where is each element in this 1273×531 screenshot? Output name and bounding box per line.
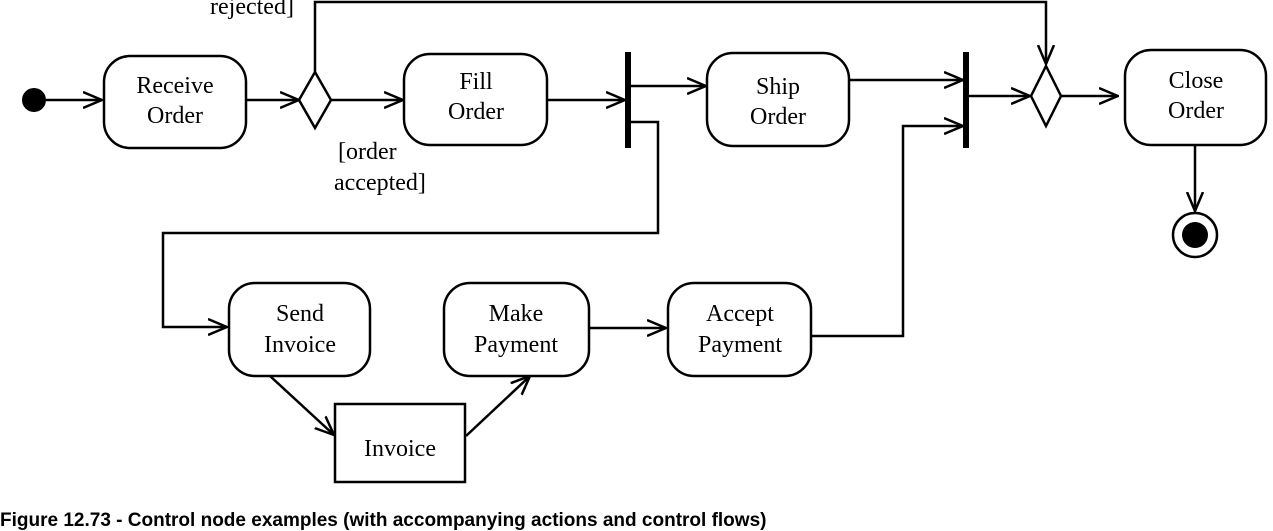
- action-label-line2: Order: [1168, 98, 1224, 124]
- fork-node: [625, 52, 631, 148]
- activity-final-node: [1171, 211, 1219, 259]
- figure-caption: Figure 12.73 - Control node examples (wi…: [0, 510, 767, 531]
- flow-accept-to-join: [811, 126, 963, 338]
- flow-send-invoice-to-invoice: [269, 375, 334, 435]
- action-label-line2: Payment: [474, 332, 558, 358]
- decision-node: [297, 69, 333, 131]
- action-label-line2: Invoice: [264, 332, 336, 358]
- action-label-line1: Ship: [756, 74, 800, 100]
- action-label-line1: Accept: [706, 301, 774, 327]
- action-receive-order: Receive Order: [102, 54, 248, 150]
- action-label-line2: Order: [448, 99, 504, 125]
- guard-order-accepted-line1: [order: [338, 139, 397, 165]
- action-label-line1: Close: [1169, 68, 1224, 94]
- initial-node: [22, 88, 46, 112]
- action-label-line1: Fill: [459, 69, 493, 95]
- action-label-line1: Make: [489, 301, 544, 327]
- join-node: [963, 52, 969, 148]
- flow-invoice-to-make-payment: [465, 376, 530, 437]
- flow-rejected-to-merge: [313, 0, 1046, 72]
- merge-node: [1029, 63, 1063, 129]
- action-label-line2: Order: [750, 104, 806, 130]
- action-label-line2: Payment: [698, 332, 782, 358]
- guard-rejected: rejected]: [210, 0, 294, 20]
- action-label-line2: Order: [147, 103, 203, 129]
- action-label-line1: Send: [276, 301, 324, 327]
- flow-fork-to-send-invoice: [161, 120, 660, 327]
- action-ship-order: Ship Order: [705, 51, 851, 148]
- object-node-label: Invoice: [364, 436, 436, 462]
- control-flows: [46, 0, 1195, 437]
- action-fill-order: Fill Order: [402, 52, 549, 147]
- object-node-invoice: Invoice: [333, 402, 467, 484]
- action-close-order: Close Order: [1123, 48, 1268, 147]
- guard-order-accepted-line2: accepted]: [334, 170, 426, 196]
- action-send-invoice: Send Invoice: [227, 281, 372, 378]
- action-label-line1: Receive: [136, 73, 213, 99]
- action-make-payment: Make Payment: [442, 281, 591, 378]
- action-accept-payment: Accept Payment: [666, 281, 813, 378]
